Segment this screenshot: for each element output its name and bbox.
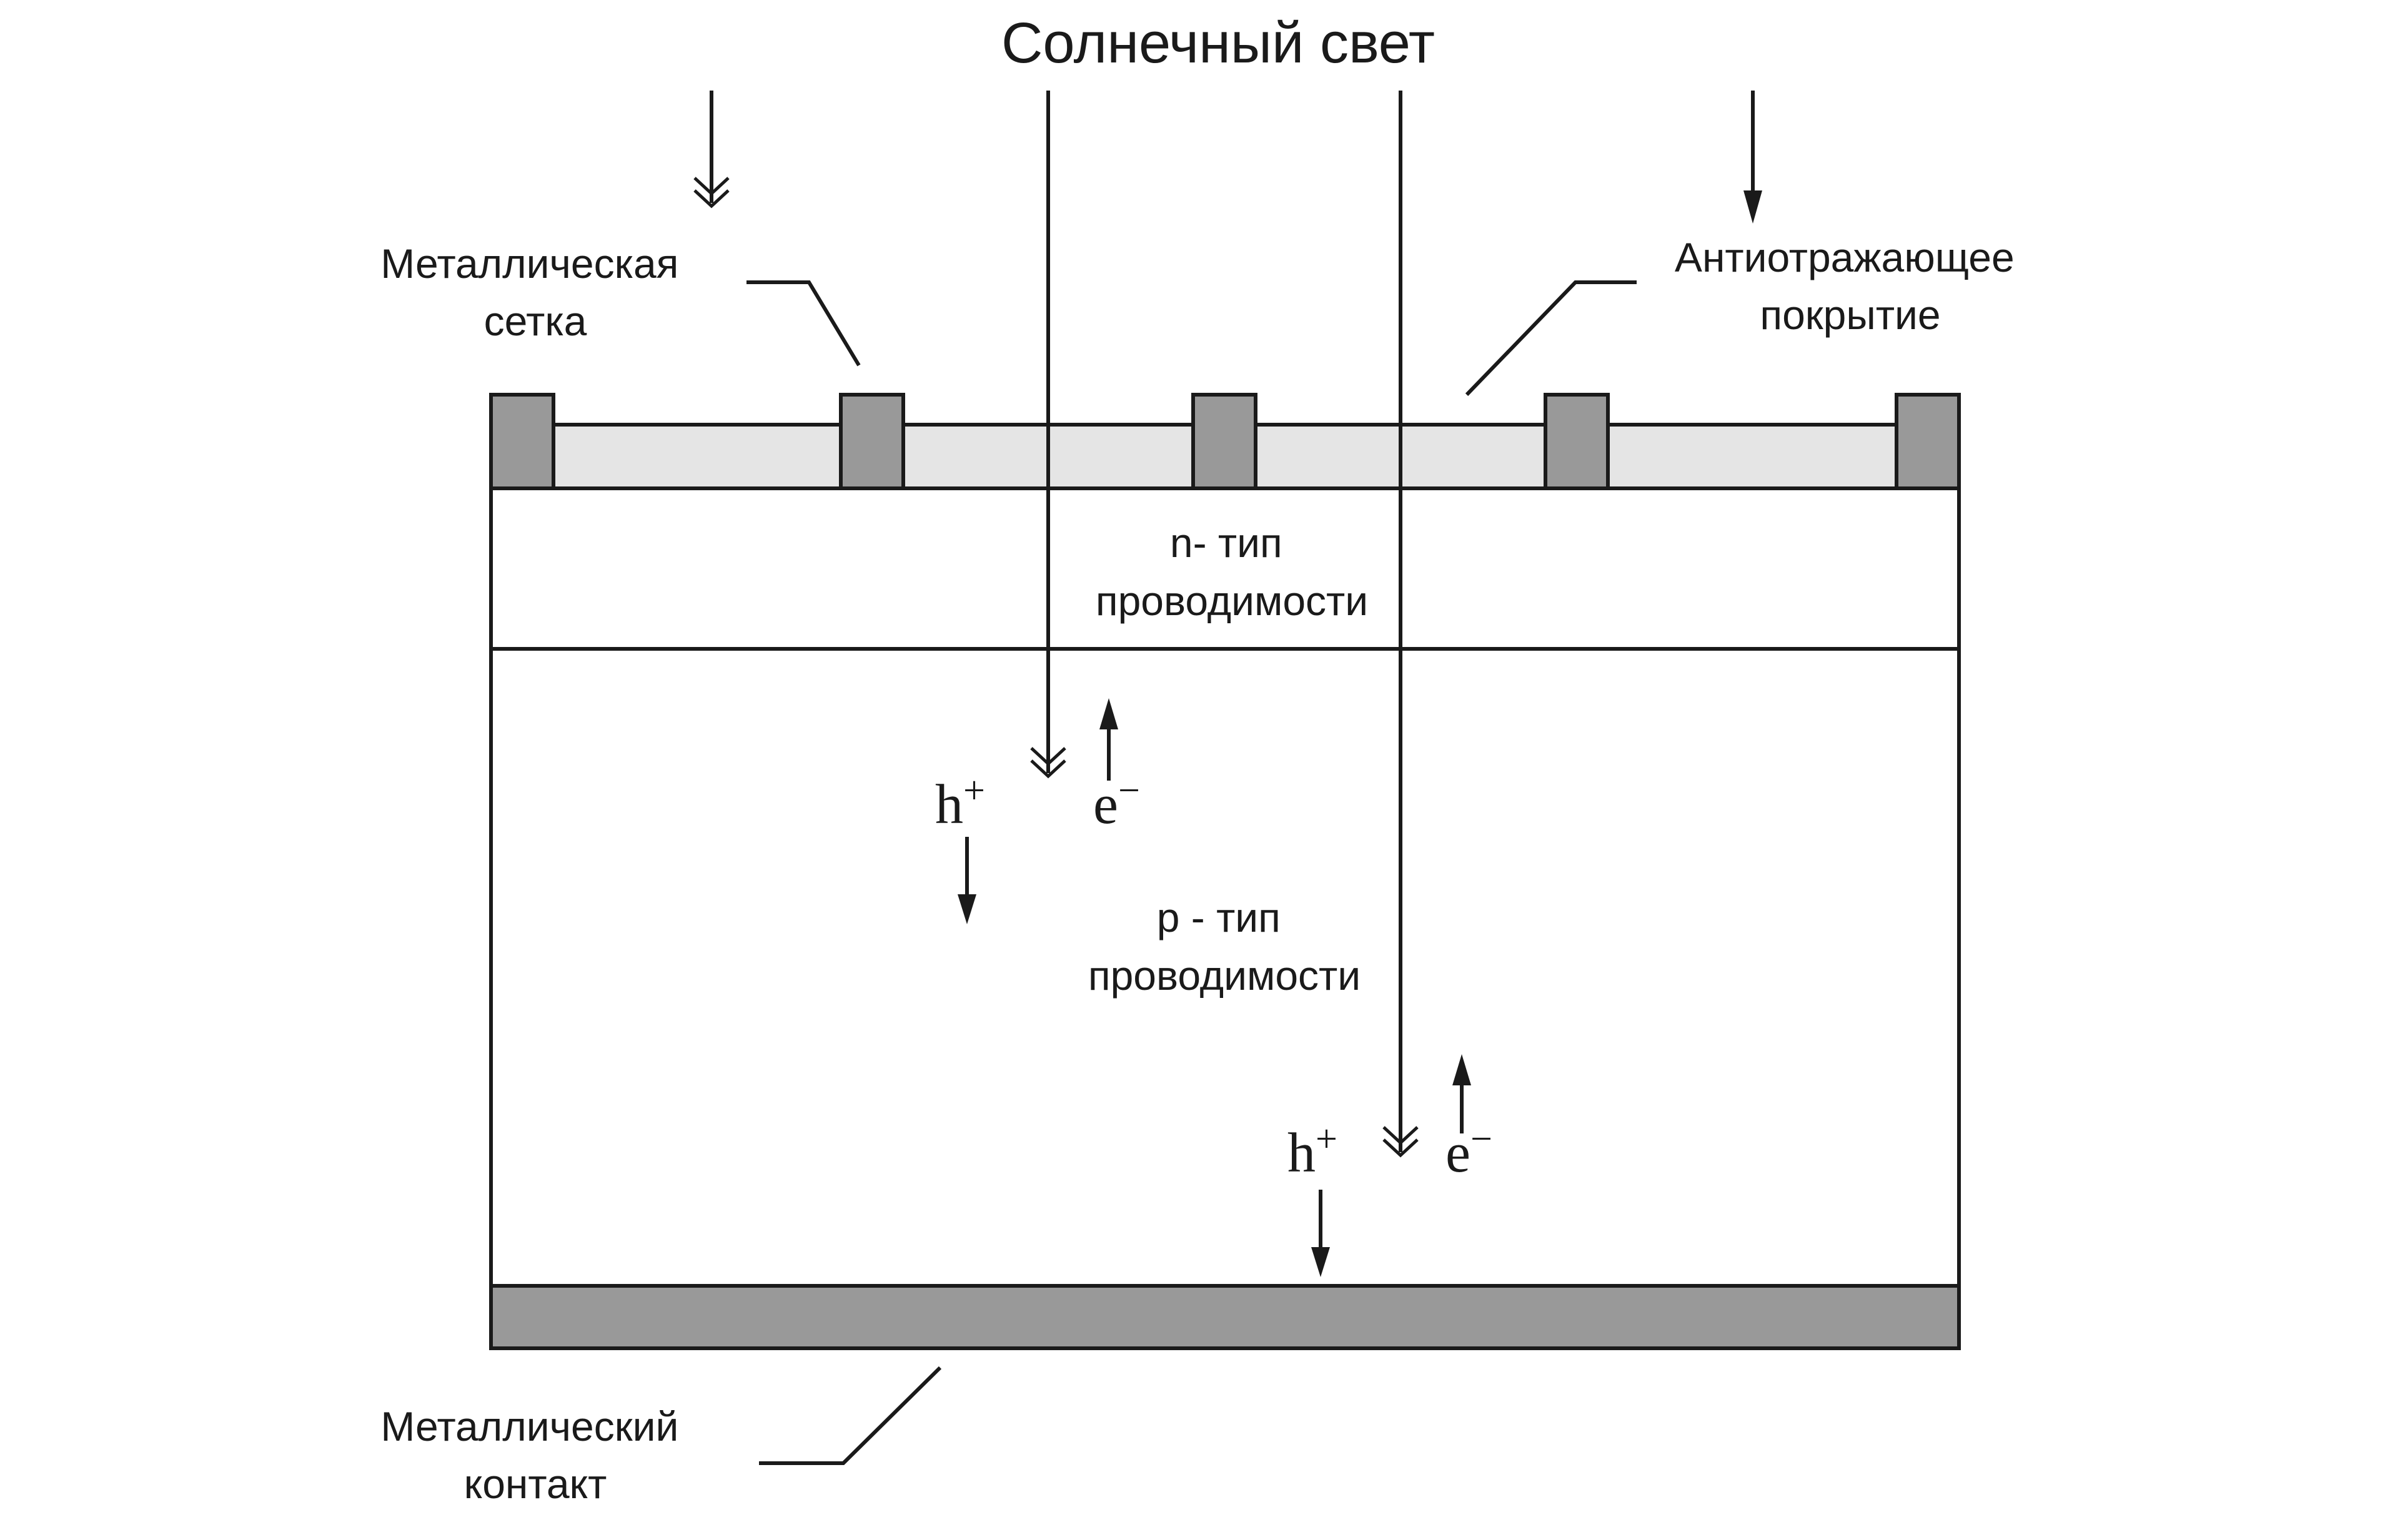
sunlight-ray-center-right: [1382, 91, 1419, 1158]
metal-grid-finger: [489, 393, 555, 490]
metal-grid-leader-line: [746, 280, 861, 367]
n-type-label: n- тип проводимости: [1096, 520, 1368, 624]
metal-contact-label: Металлический контакт: [380, 1403, 690, 1507]
electron-symbol: e−: [1445, 1118, 1492, 1184]
sunlight-ray-left-reflected: [693, 91, 730, 209]
metal-contact-plate: [489, 1284, 1961, 1350]
electron-symbol: e−: [1093, 769, 1140, 836]
antireflective-leader-line: [1465, 280, 1637, 397]
electron-arrow-up: [1099, 698, 1118, 781]
hole-arrow-down: [958, 837, 976, 924]
metal-grid-finger: [1895, 393, 1961, 490]
diagram-title: Солнечный свет: [1001, 11, 1435, 75]
electron-arrow-up: [1452, 1054, 1471, 1133]
metal-grid-label: Металлическая сетка: [380, 240, 690, 344]
sunlight-ray-right-reflected: [1743, 91, 1762, 224]
metal-grid-finger: [1191, 393, 1257, 490]
hole-symbol: h+: [935, 769, 985, 836]
n-type-layer: [489, 486, 1961, 651]
metal-contact-leader-line: [759, 1366, 942, 1465]
p-type-layer: [489, 647, 1961, 1288]
sunlight-ray-center-left: [1030, 91, 1066, 779]
hole-symbol: h+: [1287, 1118, 1337, 1184]
p-type-label: p - тип проводимости: [1088, 894, 1361, 999]
metal-grid-finger: [839, 393, 905, 490]
hole-arrow-down: [1311, 1190, 1330, 1277]
metal-grid-finger: [1544, 393, 1610, 490]
antireflective-coating-label: Антиотражающее покрытие: [1675, 234, 2026, 338]
